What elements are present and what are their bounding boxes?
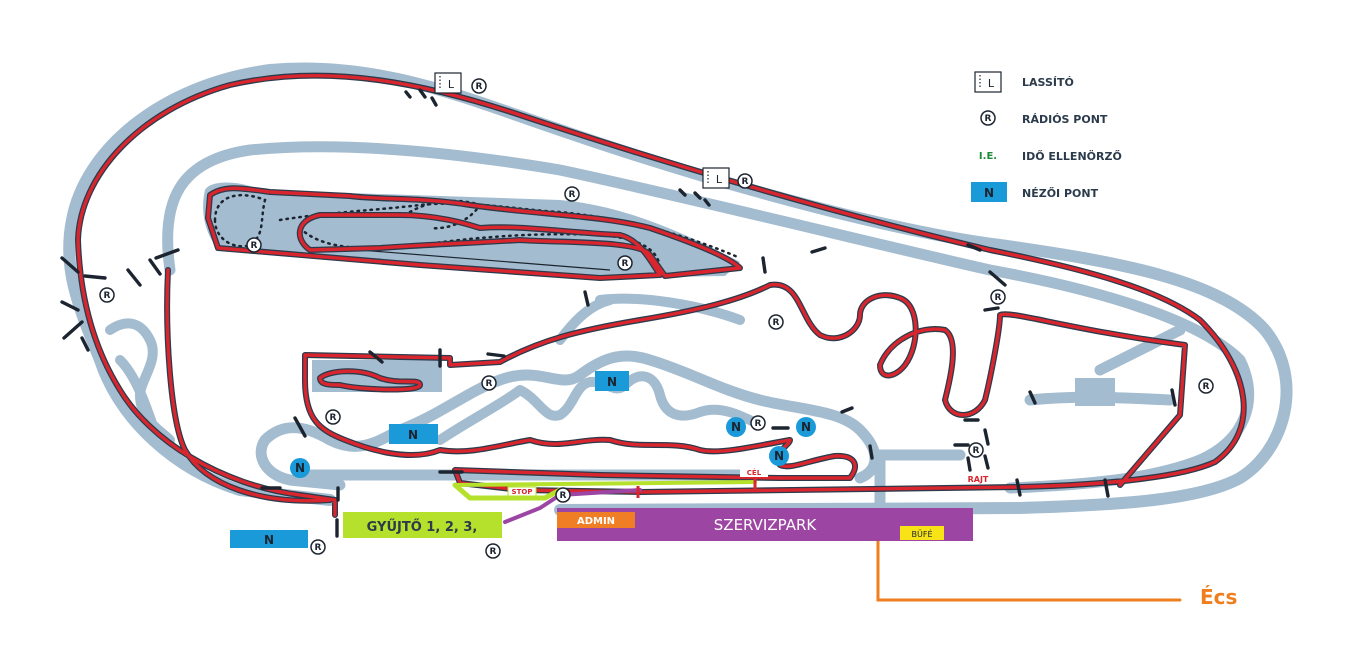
rajt-label: RAJT	[968, 475, 989, 484]
spectator-point: N	[595, 371, 629, 391]
radio-point: R	[1198, 378, 1214, 394]
slow-symbol: L	[448, 78, 455, 91]
spectator-point: N	[230, 530, 308, 548]
radio-symbol: R	[476, 82, 483, 92]
ecs-label: Écs	[1200, 585, 1237, 609]
radio-point: R	[325, 409, 341, 425]
legend: L LASSÍTÓ R RÁDIÓS PONT I.E. IDŐ ELLENÖR…	[971, 71, 1122, 202]
spectator-point: N	[796, 417, 816, 437]
spectator-point: N	[769, 446, 789, 466]
bufe-label: BÜFÉ	[912, 528, 933, 539]
time-control-icon: I.E.	[979, 151, 997, 162]
radio-symbol: R	[1203, 382, 1210, 392]
radio-point: R	[737, 173, 753, 189]
stop-label: STOP	[512, 488, 533, 496]
legend-time: I.E. IDŐ ELLENÖRZŐ	[979, 149, 1122, 163]
spectator-symbol: N	[731, 420, 741, 434]
radio-point: R	[750, 415, 766, 431]
gyujto-label: GYŰJTŐ 1, 2, 3,	[367, 519, 478, 535]
paddock-line	[334, 247, 611, 271]
radio-icon	[980, 110, 996, 126]
radio-symbol: R	[973, 446, 980, 456]
radio-point: R	[555, 487, 571, 503]
radio-symbol: R	[755, 419, 762, 429]
admin-label: ADMIN	[577, 516, 615, 527]
cel-label: CÉL	[747, 468, 762, 477]
radio-symbol: R	[104, 291, 111, 301]
radio-point: R	[968, 442, 984, 458]
admin-zone	[557, 512, 635, 528]
slow-symbol: L	[716, 173, 723, 186]
radio-point: R	[564, 186, 580, 202]
spectator-symbol: N	[264, 533, 274, 547]
legend-slow: L LASSÍTÓ	[974, 71, 1074, 93]
slow-markers: L L	[434, 72, 730, 189]
radio-symbol: R	[490, 547, 497, 557]
radio-point: R	[246, 237, 262, 253]
spectator-symbol: N	[295, 461, 305, 475]
finish-marks	[636, 477, 757, 498]
slow-icon	[974, 71, 1002, 93]
radio-symbol: R	[251, 241, 258, 251]
slow-marker: L	[434, 72, 462, 94]
radio-symbol: R	[569, 190, 576, 200]
radio-symbol: R	[330, 413, 337, 423]
spectator-point: N	[726, 417, 746, 437]
radio-symbol: R	[995, 293, 1002, 303]
radio-symbol: R	[560, 491, 567, 501]
spectator-icon	[971, 182, 1007, 202]
spectator-icon-symbol: N	[984, 186, 994, 200]
gyujto-zone	[343, 512, 502, 538]
radio-symbol: R	[773, 318, 780, 328]
spectator-point: N	[290, 458, 310, 478]
slow-marker: L	[702, 167, 730, 189]
legend-radio: R RÁDIÓS PONT	[980, 110, 1108, 126]
spectator-symbol: N	[607, 375, 617, 389]
spectator-symbol: N	[408, 428, 418, 442]
legend-time-label: IDŐ ELLENÖRZŐ	[1022, 149, 1122, 163]
spectator-symbol: N	[801, 420, 811, 434]
slow-icon-symbol: L	[988, 77, 995, 90]
cel-box	[740, 468, 768, 477]
radio-point: R	[471, 78, 487, 94]
radio-point: R	[617, 255, 633, 271]
radio-symbol: R	[742, 177, 749, 187]
radio-point: R	[768, 314, 784, 330]
legend-spectator-label: NÉZŐI PONT	[1022, 186, 1099, 200]
szervizpark-label: SZERVIZPARK	[714, 516, 818, 534]
radio-points: R R R R R R R R R R R R R R R R	[99, 78, 1214, 559]
rally-route	[75, 72, 1247, 518]
stop-box	[507, 486, 537, 497]
radio-symbol: R	[486, 379, 493, 389]
radio-point: R	[99, 287, 115, 303]
rally-route-red	[76, 73, 1246, 517]
bufe-zone	[900, 526, 944, 540]
radio-symbol: R	[622, 259, 629, 269]
legend-spectator: N NÉZŐI PONT	[971, 182, 1099, 202]
radio-point: R	[990, 289, 1006, 305]
radio-symbol: R	[315, 543, 322, 553]
spectator-points: N N N N N N N	[230, 371, 816, 548]
barrier-marks	[60, 88, 1177, 538]
radio-point: R	[485, 543, 501, 559]
radio-icon-symbol: R	[985, 114, 992, 124]
spectator-point: N	[389, 424, 438, 444]
legend-radio-label: RÁDIÓS PONT	[1022, 113, 1108, 126]
radio-point: R	[310, 539, 326, 555]
legend-slow-label: LASSÍTÓ	[1022, 76, 1074, 89]
service-road	[452, 480, 1182, 602]
spectator-symbol: N	[774, 449, 784, 463]
radio-point: R	[481, 375, 497, 391]
